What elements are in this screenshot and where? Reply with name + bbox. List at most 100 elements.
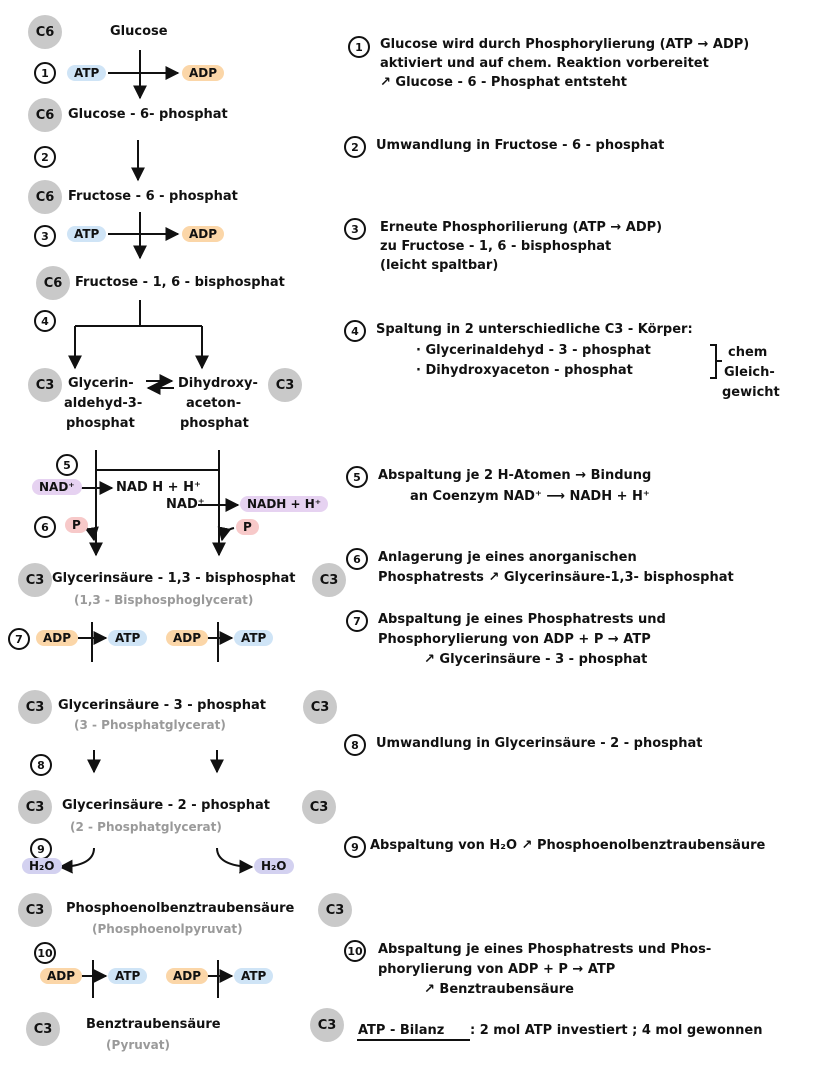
compound-bpg-sub: (1,3 - Bisphosphoglycerat) xyxy=(74,593,254,607)
atp-bilanz-label: ATP - Bilanz xyxy=(358,1023,445,1038)
adp-tag-step1: ADP xyxy=(182,65,225,81)
step-10-marker: 10 xyxy=(34,942,56,964)
note-4-marker: 4 xyxy=(344,320,366,342)
note-4-line1: Spaltung in 2 unterschiedliche C3 - Körp… xyxy=(376,322,693,337)
carbon-badge-bpg-right: C3 xyxy=(312,563,346,597)
note-9-marker: 9 xyxy=(344,836,366,858)
step-6-marker: 6 xyxy=(34,516,56,538)
nadh-label-left: NAD H + H⁺ xyxy=(116,480,201,495)
compound-pyruvate-sub: (Pyruvat) xyxy=(106,1038,170,1052)
atp-tag-step10-right: ATP xyxy=(234,968,274,984)
compound-dhap-line2: aceton- xyxy=(186,396,242,411)
note-4-line2: · Glycerinaldehyd - 3 - phosphat xyxy=(416,343,651,358)
note-1-line3: ↗ Glucose - 6 - Phosphat entsteht xyxy=(380,75,627,90)
compound-pg2: Glycerinsäure - 2 - phosphat xyxy=(62,798,270,813)
atp-tag-step7-right: ATP xyxy=(234,630,274,646)
carbon-badge-g6p: C6 xyxy=(28,98,62,132)
adp-tag-step3: ADP xyxy=(182,226,225,242)
adp-tag-step10-left: ADP xyxy=(40,968,83,984)
carbon-badge-pep-left: C3 xyxy=(18,893,52,927)
note-5-marker: 5 xyxy=(346,466,368,488)
step-3-marker: 3 xyxy=(34,225,56,247)
atp-tag-step1: ATP xyxy=(67,65,107,81)
compound-g6p: Glucose - 6- phosphat xyxy=(68,107,228,122)
compound-gap-line1: Glycerin- xyxy=(68,376,134,391)
step-9-marker: 9 xyxy=(30,838,52,860)
nad-plus-label-right: NAD⁺ xyxy=(166,497,205,512)
atp-tag-step10-left: ATP xyxy=(108,968,148,984)
carbon-badge-pep-right: C3 xyxy=(318,893,352,927)
step-2-marker: 2 xyxy=(34,146,56,168)
step-7-marker: 7 xyxy=(8,628,30,650)
compound-pyruvate: Benztraubensäure xyxy=(86,1017,221,1032)
nad-plus-tag-left: NAD⁺ xyxy=(32,479,82,495)
note-3-line2: zu Fructose - 1, 6 - bisphosphat xyxy=(380,239,612,254)
note-10-line2: phorylierung von ADP + P → ATP xyxy=(378,962,616,977)
note-9-line1: Abspaltung von H₂O ↗ Phosphoenolbenztrau… xyxy=(370,838,766,853)
note-2-marker: 2 xyxy=(344,136,366,158)
step-8-marker: 8 xyxy=(30,754,52,776)
note-4-side2: Gleich- xyxy=(724,365,775,380)
compound-glucose: Glucose xyxy=(110,24,168,39)
compound-pg3-sub: (3 - Phosphatglycerat) xyxy=(74,718,226,732)
atp-bilanz-text: : 2 mol ATP investiert ; 4 mol gewonnen xyxy=(470,1023,763,1038)
phosphate-tag-left: P xyxy=(65,517,88,533)
note-4-side1: chem xyxy=(728,345,768,360)
compound-gap-line2: aldehyd-3- xyxy=(64,396,143,411)
compound-f6p: Fructose - 6 - phosphat xyxy=(68,189,238,204)
compound-pg2-sub: (2 - Phosphatglycerat) xyxy=(70,820,222,834)
carbon-badge-f6p: C6 xyxy=(28,180,62,214)
carbon-badge-pg2-left: C3 xyxy=(18,790,52,824)
note-1-line2: aktiviert und auf chem. Reaktion vorbere… xyxy=(380,56,709,71)
carbon-badge-dhap: C3 xyxy=(268,368,302,402)
note-4-side3: gewicht xyxy=(722,385,780,400)
adp-tag-step10-right: ADP xyxy=(166,968,209,984)
note-4-line3: · Dihydroxyaceton - phosphat xyxy=(416,363,633,378)
adp-tag-step7-right: ADP xyxy=(166,630,209,646)
note-1-marker: 1 xyxy=(348,36,370,58)
compound-dhap-line1: Dihydroxy- xyxy=(178,376,258,391)
carbon-badge-bpg-left: C3 xyxy=(18,563,52,597)
carbon-badge-pg2-right: C3 xyxy=(302,790,336,824)
step-1-marker: 1 xyxy=(34,62,56,84)
note-3-marker: 3 xyxy=(344,218,366,240)
carbon-badge-pg3-right: C3 xyxy=(303,690,337,724)
carbon-badge-gap: C3 xyxy=(28,368,62,402)
carbon-badge-bilanz: C3 xyxy=(310,1008,344,1042)
atp-tag-step7-left: ATP xyxy=(108,630,148,646)
compound-pg3: Glycerinsäure - 3 - phosphat xyxy=(58,698,266,713)
note-8-marker: 8 xyxy=(344,734,366,756)
note-10-line3: ↗ Benztraubensäure xyxy=(424,982,574,997)
note-5-line1: Abspaltung je 2 H-Atomen → Bindung xyxy=(378,468,652,483)
note-10-line1: Abspaltung je eines Phosphatrests und Ph… xyxy=(378,942,712,957)
carbon-badge-pg3-left: C3 xyxy=(18,690,52,724)
note-6-line1: Anlagerung je eines anorganischen xyxy=(378,550,637,565)
note-5-line2: an Coenzym NAD⁺ ⟶ NADH + H⁺ xyxy=(410,489,650,504)
note-7-marker: 7 xyxy=(346,610,368,632)
adp-tag-step7-left: ADP xyxy=(36,630,79,646)
note-7-line2: Phosphorylierung von ADP + P → ATP xyxy=(378,632,651,647)
carbon-badge-pyruvate: C3 xyxy=(26,1012,60,1046)
note-2-line1: Umwandlung in Fructose - 6 - phosphat xyxy=(376,138,665,153)
note-7-line1: Abspaltung je eines Phosphatrests und xyxy=(378,612,666,627)
note-1-line1: Glucose wird durch Phosphorylierung (ATP… xyxy=(380,37,750,52)
note-3-line1: Erneute Phosphorilierung (ATP → ADP) xyxy=(380,220,663,235)
h2o-tag-right: H₂O xyxy=(254,858,294,874)
compound-dhap-line3: phosphat xyxy=(180,416,249,431)
step-5-marker: 5 xyxy=(56,454,78,476)
nadh-tag-right: NADH + H⁺ xyxy=(240,496,329,512)
atp-tag-step3: ATP xyxy=(67,226,107,242)
note-7-line3: ↗ Glycerinsäure - 3 - phosphat xyxy=(424,652,648,667)
carbon-badge-glucose: C6 xyxy=(28,15,62,49)
step-4-marker: 4 xyxy=(34,310,56,332)
compound-f16bp: Fructose - 1, 6 - bisphosphat xyxy=(75,275,285,290)
compound-bpg: Glycerinsäure - 1,3 - bisphosphat xyxy=(52,571,296,586)
compound-pep-sub: (Phosphoenolpyruvat) xyxy=(92,922,243,936)
phosphate-tag-right: P xyxy=(236,519,259,535)
compound-gap-line3: phosphat xyxy=(66,416,135,431)
carbon-badge-f16bp: C6 xyxy=(36,266,70,300)
h2o-tag-left: H₂O xyxy=(22,858,62,874)
note-8-line1: Umwandlung in Glycerinsäure - 2 - phosph… xyxy=(376,736,703,751)
note-3-line3: (leicht spaltbar) xyxy=(380,258,499,273)
